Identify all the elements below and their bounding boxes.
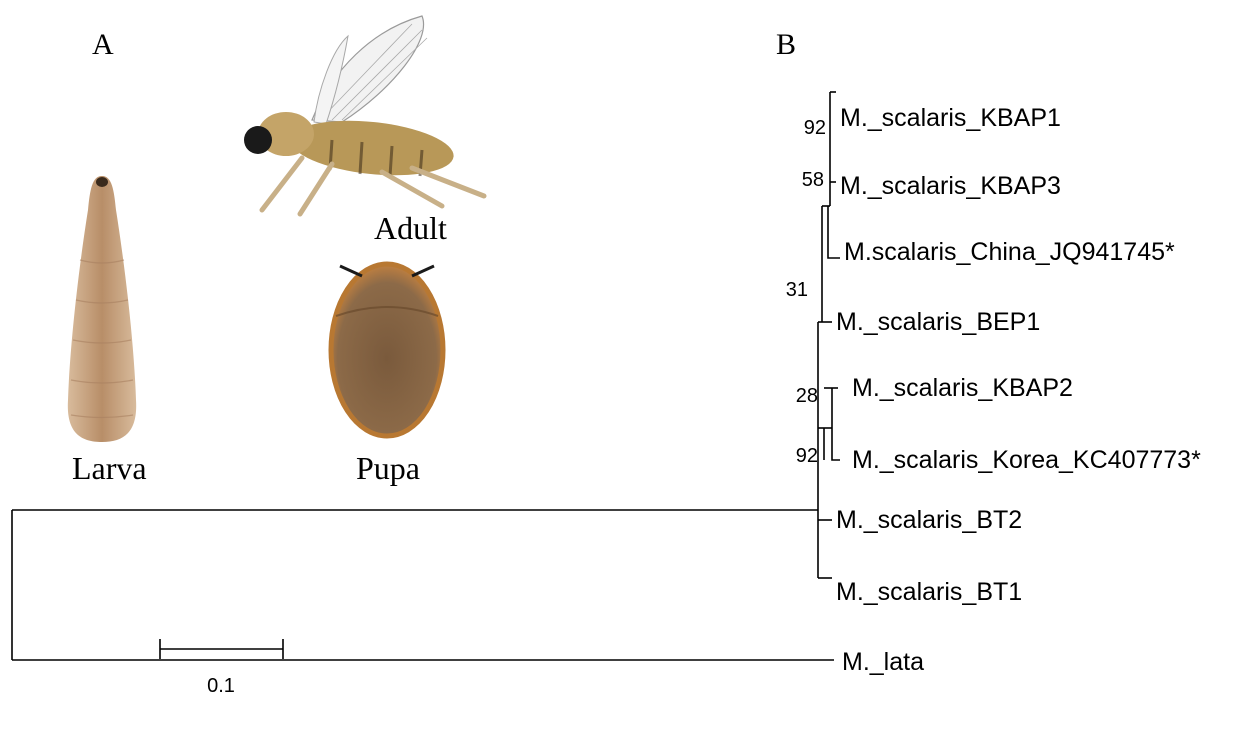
tree-branches xyxy=(12,92,840,660)
bootstrap-value: 58 xyxy=(802,169,824,191)
taxon-label: M.scalaris_China_JQ941745* xyxy=(844,238,1175,266)
taxon-label: M._scalaris_KBAP3 xyxy=(840,172,1061,200)
taxon-label: M._scalaris_BEP1 xyxy=(836,308,1040,336)
bootstrap-value: 31 xyxy=(786,279,808,301)
taxon-label: M._scalaris_KBAP2 xyxy=(852,374,1073,402)
taxon-label: M._scalaris_BT1 xyxy=(836,578,1022,606)
taxon-label: M._lata xyxy=(842,648,924,676)
branch-korea xyxy=(832,388,840,460)
taxon-labels: M._scalaris_KBAP1 M._scalaris_KBAP3 M.sc… xyxy=(836,104,1201,676)
bootstrap-value: 92 xyxy=(804,117,826,139)
scale-bar-label: 0.1 xyxy=(207,675,235,697)
taxon-label: M._scalaris_KBAP1 xyxy=(840,104,1061,132)
bootstrap-values: 92 58 31 28 92 xyxy=(786,117,826,467)
bootstrap-value: 28 xyxy=(796,385,818,407)
scale-bar xyxy=(160,639,283,659)
bootstrap-value: 92 xyxy=(796,445,818,467)
branch-china xyxy=(828,206,840,258)
taxon-label: M._scalaris_Korea_KC407773* xyxy=(852,446,1201,474)
taxon-label: M._scalaris_BT2 xyxy=(836,506,1022,534)
